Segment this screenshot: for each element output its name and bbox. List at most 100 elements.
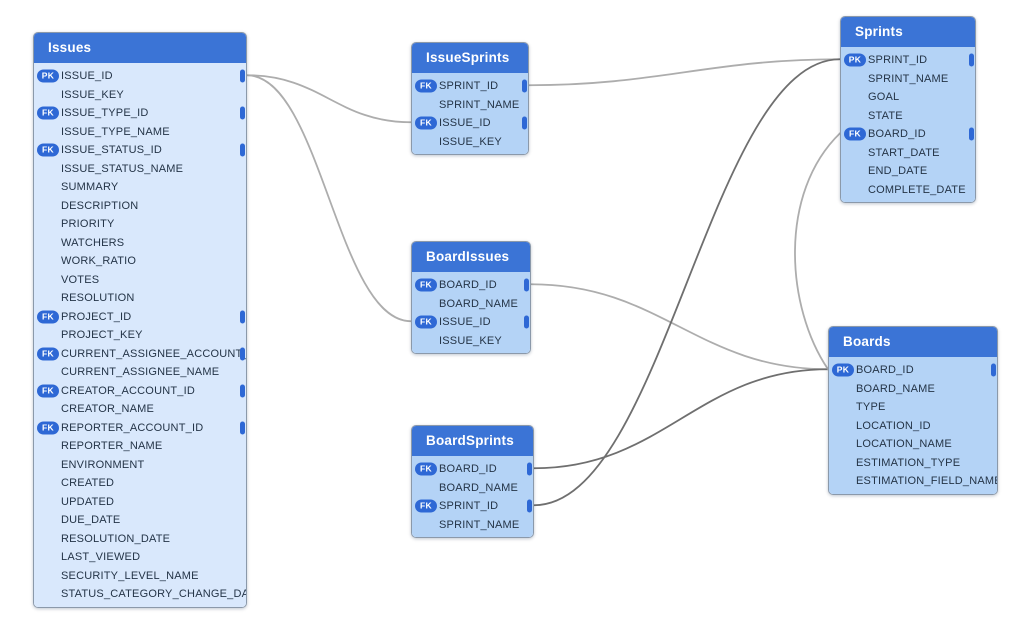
relationship-edge[interactable]: [528, 58, 841, 87]
column-name: ISSUE_ID: [439, 117, 491, 130]
foreign-key-badge: FK: [37, 143, 59, 157]
connector-stub: [240, 421, 245, 435]
table-row[interactable]: ISSUE_STATUS_NAME: [34, 160, 246, 179]
table-row[interactable]: ISSUE_TYPE_NAME: [34, 123, 246, 142]
table-title: Boards: [843, 334, 891, 349]
relationship-edge[interactable]: [246, 74, 412, 124]
table-row[interactable]: ENVIRONMENT: [34, 456, 246, 475]
connector-stub: [240, 69, 245, 83]
table-row[interactable]: ISSUE_KEY: [412, 332, 530, 351]
column-name: BOARD_ID: [856, 364, 914, 377]
column-name: DUE_DATE: [61, 514, 121, 527]
table-row[interactable]: DUE_DATE: [34, 511, 246, 530]
table-row[interactable]: END_DATE: [841, 162, 975, 181]
table-row[interactable]: DESCRIPTION: [34, 197, 246, 216]
connector-stub: [522, 116, 527, 130]
foreign-key-badge: FK: [37, 421, 59, 435]
table-row[interactable]: WATCHERS: [34, 234, 246, 253]
column-name: SPRINT_NAME: [439, 98, 520, 111]
table-header[interactable]: IssueSprints: [412, 43, 528, 73]
table-row[interactable]: SPRINT_NAME: [841, 70, 975, 89]
table-row[interactable]: LOCATION_NAME: [829, 435, 997, 454]
table-row[interactable]: CREATOR_NAME: [34, 400, 246, 419]
table-row[interactable]: VOTES: [34, 271, 246, 290]
table-row[interactable]: LAST_VIEWED: [34, 548, 246, 567]
table-row[interactable]: SPRINT_NAME: [412, 516, 533, 535]
column-name: RESOLUTION_DATE: [61, 532, 171, 545]
table-row[interactable]: CREATED: [34, 474, 246, 493]
table-row[interactable]: SUMMARY: [34, 178, 246, 197]
table-row[interactable]: COMPLETE_DATE: [841, 181, 975, 200]
table-row[interactable]: RESOLUTION: [34, 289, 246, 308]
relationship-edge[interactable]: [794, 132, 841, 371]
table-row[interactable]: PROJECT_KEY: [34, 326, 246, 345]
table-row[interactable]: REPORTER_NAME: [34, 437, 246, 456]
primary-key-badge: PK: [37, 69, 59, 83]
table-row[interactable]: ESTIMATION_FIELD_NAME: [829, 472, 997, 491]
column-name: PRIORITY: [61, 218, 115, 231]
table-row[interactable]: PRIORITY: [34, 215, 246, 234]
table-row[interactable]: WORK_RATIO: [34, 252, 246, 271]
table-row[interactable]: START_DATE: [841, 144, 975, 163]
table-row[interactable]: ESTIMATION_TYPE: [829, 454, 997, 473]
table-header[interactable]: Sprints: [841, 17, 975, 47]
table-header[interactable]: BoardSprints: [412, 426, 533, 456]
relationship-edge[interactable]: [530, 283, 829, 371]
connector-stub: [240, 384, 245, 398]
table-row[interactable]: STATE: [841, 107, 975, 126]
column-name: REPORTER_NAME: [61, 440, 163, 453]
column-name: ISSUE_STATUS_ID: [61, 144, 163, 157]
table-row[interactable]: CURRENT_ASSIGNEE_NAME: [34, 363, 246, 382]
connector-stub: [969, 127, 974, 141]
relationship-edge[interactable]: [533, 368, 829, 470]
table-row[interactable]: BOARD_NAME: [412, 295, 530, 314]
table-row[interactable]: GOAL: [841, 88, 975, 107]
column-name: ISSUE_KEY: [439, 334, 502, 347]
column-name: STATUS_CATEGORY_CHANGE_DATE: [61, 588, 247, 601]
table-header[interactable]: Issues: [34, 33, 246, 63]
table-row[interactable]: ISSUE_KEY: [412, 133, 528, 152]
table-row[interactable]: SECURITY_LEVEL_NAME: [34, 567, 246, 586]
table-row[interactable]: BOARD_NAME: [829, 380, 997, 399]
table-row[interactable]: UPDATED: [34, 493, 246, 512]
table-row[interactable]: STATUS_CATEGORY_CHANGE_DATE: [34, 585, 246, 604]
relationship-edge[interactable]: [533, 58, 841, 507]
table-row[interactable]: TYPE: [829, 398, 997, 417]
table-row[interactable]: ISSUE_KEY: [34, 86, 246, 105]
column-name: ENVIRONMENT: [61, 458, 145, 471]
table-row[interactable]: RESOLUTION_DATE: [34, 530, 246, 549]
primary-key-badge: PK: [832, 363, 854, 377]
table-row[interactable]: SPRINT_NAME: [412, 96, 528, 115]
relationship-edge[interactable]: [246, 74, 412, 323]
table-row[interactable]: LOCATION_ID: [829, 417, 997, 436]
table-row[interactable]: BOARD_NAME: [412, 479, 533, 498]
table-header[interactable]: BoardIssues: [412, 242, 530, 272]
table-header[interactable]: Boards: [829, 327, 997, 357]
connector-stub: [240, 310, 245, 324]
